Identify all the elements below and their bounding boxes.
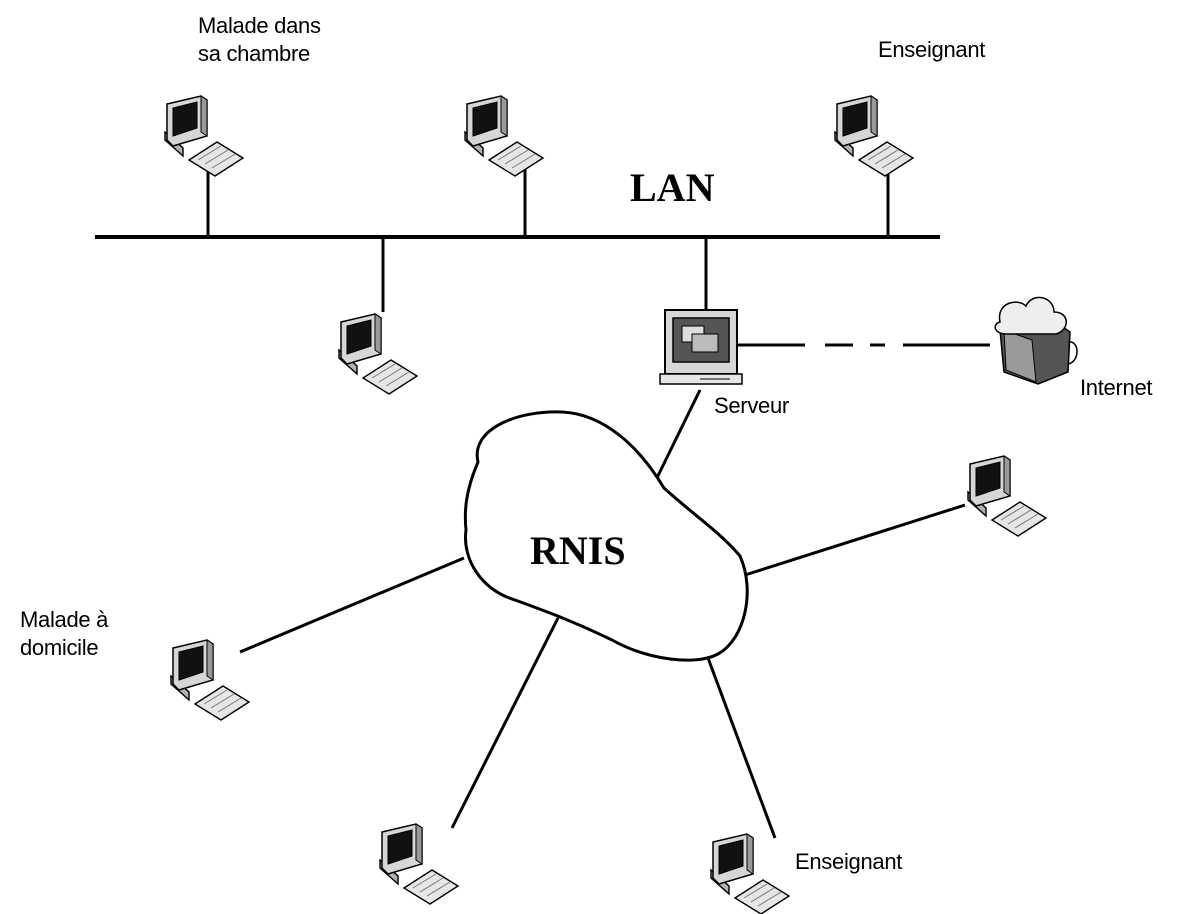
computer-icon xyxy=(710,833,790,914)
rnis-link-line xyxy=(239,556,465,654)
computer-icon xyxy=(834,95,914,177)
rnis-link-line xyxy=(706,657,777,839)
computer-icon xyxy=(967,455,1047,537)
patient-home-label-line2: domicile xyxy=(20,635,99,660)
patient-room-label: Malade dans sa chambre xyxy=(198,12,321,68)
computer-icon xyxy=(379,823,459,905)
rnis-label: RNIS xyxy=(530,528,626,573)
rnis-cloud xyxy=(463,410,749,662)
computer-icon xyxy=(464,95,544,177)
teacher-lan-label: Enseignant xyxy=(878,37,986,62)
server-label: Serveur xyxy=(714,393,789,418)
lan-label: LAN xyxy=(630,165,715,210)
rnis-link-line xyxy=(650,389,702,489)
patient-room-label-line2: sa chambre xyxy=(198,41,310,66)
computer-icon xyxy=(164,95,244,177)
patient-room-label-line1: Malade dans xyxy=(198,13,321,38)
teacher-rnis-label: Enseignant xyxy=(795,849,903,874)
server-icon xyxy=(659,309,743,385)
internet-cloud-icon xyxy=(994,296,1078,385)
rnis-link-line xyxy=(744,503,966,577)
rnis-link-line xyxy=(450,617,560,829)
computer-icon xyxy=(170,639,250,721)
patient-home-label-line1: Malade à xyxy=(20,607,109,632)
computer-icon xyxy=(338,313,418,395)
patient-home-label: Malade à domicile xyxy=(20,606,108,662)
internet-label: Internet xyxy=(1080,375,1153,400)
